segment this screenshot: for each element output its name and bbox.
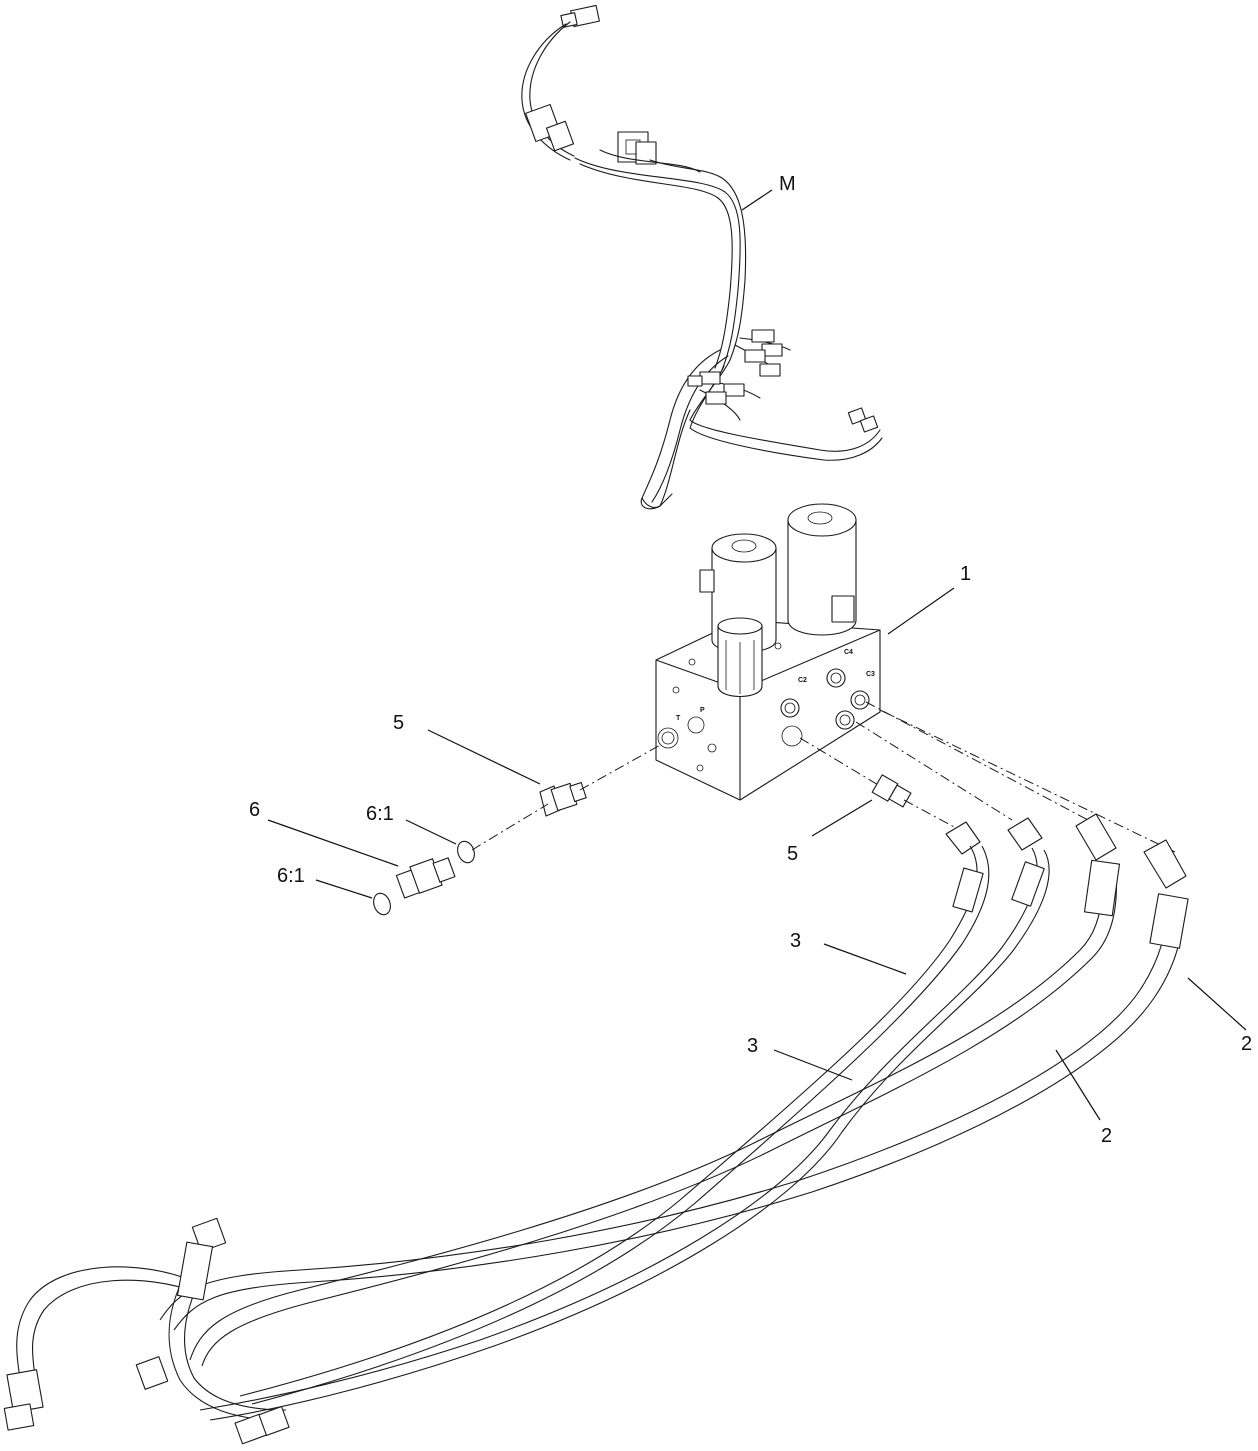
callout-6: 6 (249, 799, 260, 821)
fitting-6 (395, 857, 456, 899)
callout-2-right: 2 (1241, 1033, 1252, 1055)
port-p-label: P (700, 707, 705, 714)
callout-m: M (779, 173, 796, 195)
leader-lines (267, 189, 1247, 1121)
port-c2-label: C2 (798, 677, 807, 684)
port-t-label: T (676, 715, 681, 722)
callout-1: 1 (960, 563, 971, 585)
hydraulic-hoses (3, 813, 1189, 1445)
fitting-parts (373, 701, 1176, 916)
callout-labels: M 1 5 5 6 6:1 6:1 3 3 2 2 2 (249, 173, 1252, 1147)
callout-5-left: 5 (393, 712, 404, 734)
o-ring-upper (457, 840, 475, 864)
port-c3-label: C3 (866, 671, 875, 678)
callout-3-upper: 3 (790, 930, 801, 952)
hydraulic-manifold-valve: T P C2 C3 C4 (655, 503, 881, 801)
callout-5-right: 5 (787, 843, 798, 865)
callout-6-1-upper: 6:1 (366, 803, 394, 825)
o-ring-lower (373, 892, 391, 916)
fitting-5-left (539, 781, 587, 817)
port-c4-label: C4 (844, 649, 853, 656)
fitting-5-right (871, 774, 912, 808)
callout-6-1-lower: 6:1 (277, 865, 305, 887)
callout-2-middle: 2 (1101, 1125, 1112, 1147)
callout-3-lower: 3 (747, 1035, 758, 1057)
wire-harness (521, 4, 883, 510)
